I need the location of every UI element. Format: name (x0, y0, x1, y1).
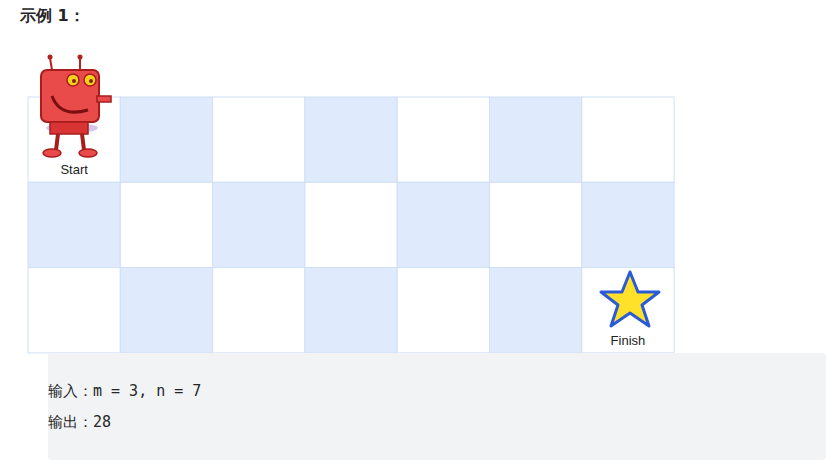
code-line: 输出：28 (48, 413, 111, 432)
grid-cell (213, 182, 305, 267)
grid-cell (490, 268, 582, 353)
example-title: 示例 1： (20, 6, 85, 27)
grid-cell (120, 97, 212, 182)
grid-cell (120, 182, 212, 267)
code-panel-ground (48, 353, 826, 460)
cell-label: Start (60, 162, 87, 177)
code-line: 输入：m = 3, n = 7 (48, 382, 201, 401)
grid-cell (397, 97, 489, 182)
grid-cell (305, 97, 397, 182)
grid-cell (120, 268, 212, 353)
cell-label: Finish (611, 333, 646, 348)
grid-cell (305, 268, 397, 353)
grid-cell (213, 268, 305, 353)
grid-cell (213, 97, 305, 182)
grid (28, 97, 674, 353)
grid-cell (490, 182, 582, 267)
grid-cell (490, 97, 582, 182)
grid-cell (397, 182, 489, 267)
grid-cell (397, 268, 489, 353)
grid-cell (28, 182, 120, 267)
grid-cell (305, 182, 397, 267)
robot-figure (41, 55, 111, 158)
grid-cell (28, 268, 120, 353)
code-panel: 输入：m = 3, n = 7 输出：28 (48, 353, 826, 460)
grid-cell (582, 97, 674, 182)
grid-cell (582, 182, 674, 267)
start-cell: Start (28, 97, 120, 182)
star-figure (601, 272, 659, 326)
finish-cell: Finish (582, 268, 674, 353)
grid-cell (582, 268, 674, 353)
